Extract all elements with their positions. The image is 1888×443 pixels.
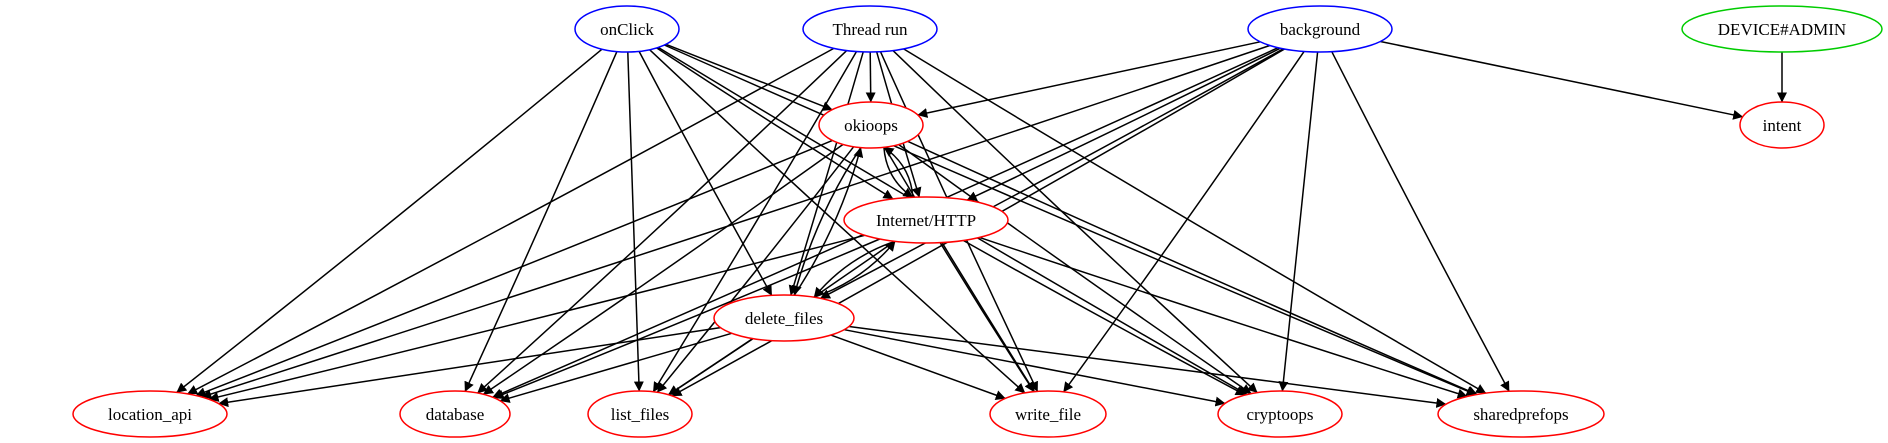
- node-label: list_files: [611, 405, 670, 424]
- edge-internet_http-to-cryptoops: [963, 239, 1246, 396]
- edge-onclick-to-location_api: [176, 48, 603, 393]
- edge-internet_http-to-location_api: [208, 234, 865, 402]
- node-label: cryptoops: [1246, 405, 1313, 424]
- node-ellipse: [574, 5, 680, 53]
- node-label: write_file: [1015, 405, 1081, 424]
- node-write-file: write_file: [989, 390, 1107, 438]
- node-ellipse: [399, 390, 511, 438]
- edge-internet_http-to-delete_files: [813, 240, 896, 298]
- edge-background-to-internet_http: [966, 47, 1281, 201]
- edge-okioops-to-sharedprefops: [907, 140, 1478, 396]
- node-intent: intent: [1739, 101, 1825, 149]
- edge-delete_files-to-list_files: [668, 337, 754, 396]
- node-ellipse: [802, 5, 938, 53]
- edge-background-to-location_api: [201, 44, 1271, 399]
- edge-okioops-to-delete_files: [791, 147, 862, 296]
- edge-internet_http-to-database: [493, 238, 881, 400]
- node-ellipse: [1681, 5, 1883, 53]
- edge-background-to-write_file: [1062, 50, 1305, 393]
- edge-background-to-delete_files: [819, 48, 1284, 300]
- node-label: onClick: [600, 20, 654, 39]
- node-list-files: list_files: [587, 390, 693, 438]
- node-label: Internet/HTTP: [876, 211, 976, 230]
- edge-okioops-to-write_file: [883, 146, 1035, 393]
- edge-thread_run-to-database: [477, 50, 848, 394]
- edge-thread_run-to-cryptoops: [892, 50, 1258, 394]
- edge-delete_files-to-cryptoops: [844, 328, 1226, 407]
- node-sharedprefops: sharedprefops: [1437, 390, 1605, 438]
- node-database: database: [399, 390, 511, 438]
- edge-internet_http-to-sharedprefops: [979, 236, 1468, 399]
- node-cryptoops: cryptoops: [1217, 390, 1343, 438]
- edge-okioops-to-location_api: [195, 139, 833, 397]
- edge-okioops-to-list_files: [656, 146, 855, 393]
- edge-background-to-sharedprefops: [1331, 51, 1510, 392]
- node-ellipse: [818, 101, 924, 149]
- edge-background-to-cryptoops: [1278, 51, 1319, 392]
- node-ellipse: [713, 294, 855, 342]
- node-ellipse: [1437, 390, 1605, 438]
- node-ellipse: [989, 390, 1107, 438]
- node-label: delete_files: [745, 309, 823, 328]
- node-ellipse: [72, 390, 228, 438]
- node-thread-run: Thread run: [802, 5, 938, 53]
- node-internet-http: Internet/HTTP: [843, 196, 1009, 244]
- node-label: okioops: [844, 116, 898, 135]
- edges-layer: [176, 40, 1788, 408]
- edge-okioops-to-database: [482, 143, 844, 395]
- edge-delete_files-to-okioops: [793, 147, 864, 296]
- node-ellipse: [587, 390, 693, 438]
- node-background: background: [1247, 5, 1393, 53]
- node-label: sharedprefops: [1473, 405, 1568, 424]
- edge-onclick-to-okioops: [665, 43, 833, 111]
- edge-delete_files-to-location_api: [218, 326, 721, 408]
- node-ellipse: [843, 196, 1009, 244]
- node-label: Thread run: [832, 20, 908, 39]
- node-label: location_api: [108, 405, 192, 424]
- edge-thread_run-to-list_files: [652, 51, 858, 393]
- edge-delete_files-to-sharedprefops: [849, 325, 1447, 408]
- node-onclick: onClick: [574, 5, 680, 53]
- edge-thread_run-to-delete_files: [788, 51, 864, 296]
- node-device-admin: DEVICE#ADMIN: [1681, 5, 1883, 53]
- node-label: database: [426, 405, 485, 424]
- node-okioops: okioops: [818, 101, 924, 149]
- edge-background-to-okioops: [917, 41, 1261, 118]
- edge-thread_run-to-okioops: [865, 51, 876, 103]
- node-ellipse: [1217, 390, 1343, 438]
- edge-background-to-intent: [1380, 40, 1744, 120]
- node-label: intent: [1763, 116, 1802, 135]
- edge-delete_files-to-database: [499, 332, 732, 403]
- node-delete-files: delete_files: [713, 294, 855, 342]
- edge-delete_files-to-write_file: [830, 334, 1006, 400]
- edge-thread_run-to-location_api: [187, 47, 835, 395]
- edge-delete_files-to-internet_http: [813, 240, 896, 298]
- edge-onclick-to-sharedprefops: [663, 44, 1477, 396]
- node-location-api: location_api: [72, 390, 228, 438]
- edge-internet_http-to-write_file: [939, 242, 1035, 393]
- node-ellipse: [1247, 5, 1393, 53]
- node-ellipse: [1739, 101, 1825, 149]
- node-label: background: [1280, 20, 1361, 39]
- edge-onclick-to-internet_http: [656, 47, 894, 200]
- nodes-layer: onClick Thread run background DEVICE#ADMIN o…: [72, 5, 1883, 438]
- node-label: DEVICE#ADMIN: [1718, 20, 1846, 39]
- edge-onclick-to-database: [464, 51, 618, 392]
- edge-thread_run-to-sharedprefops: [903, 48, 1487, 394]
